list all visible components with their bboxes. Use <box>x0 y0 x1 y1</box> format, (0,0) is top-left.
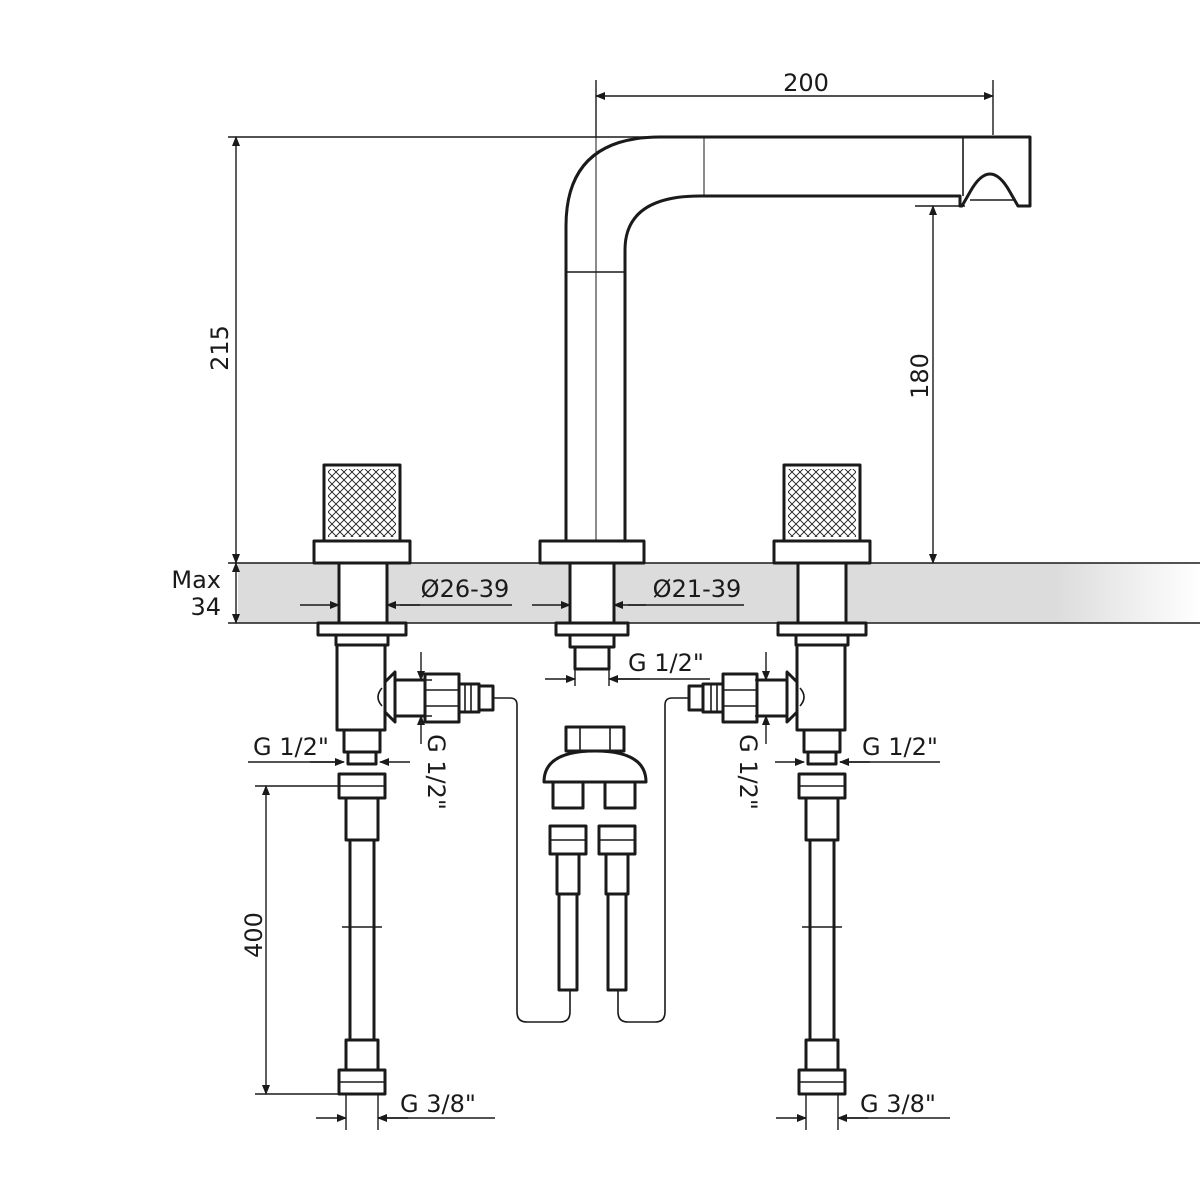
spout-height-label: 180 <box>906 353 934 399</box>
left-valve-side-label: G 1/2" <box>422 734 450 810</box>
hose-length-label: 400 <box>240 912 268 958</box>
connecting-hoses <box>493 697 689 1023</box>
total-height-label: 215 <box>206 325 234 371</box>
deck-thickness-label-line1: Max <box>171 566 221 594</box>
left-supply-label: G 3/8" <box>400 1090 476 1118</box>
center-mixer <box>542 725 648 992</box>
right-supply-label: G 3/8" <box>860 1090 936 1118</box>
spout <box>538 135 1032 671</box>
dimension-labels: 200 215 180 Max 34 Ø26-39 Ø21-39 G 1/2" … <box>171 69 938 1118</box>
right-valve-outlet-label: G 1/2" <box>862 733 938 761</box>
spout-reach-label: 200 <box>783 69 829 97</box>
left-valve-outlet-label: G 1/2" <box>253 733 329 761</box>
right-valve-side-label: G 1/2" <box>734 734 762 810</box>
right-supply-hose <box>797 772 847 1096</box>
valve-hole-diameter-label: Ø26-39 <box>421 575 510 603</box>
spout-connection-label: G 1/2" <box>628 649 704 677</box>
deck-thickness-label-line2: 34 <box>190 593 221 621</box>
left-supply-hose <box>337 772 387 1096</box>
dimension-lines <box>228 80 994 1130</box>
spout-hole-diameter-label: Ø21-39 <box>653 575 742 603</box>
left-valve <box>312 463 495 766</box>
countertop-deck <box>228 562 1200 624</box>
